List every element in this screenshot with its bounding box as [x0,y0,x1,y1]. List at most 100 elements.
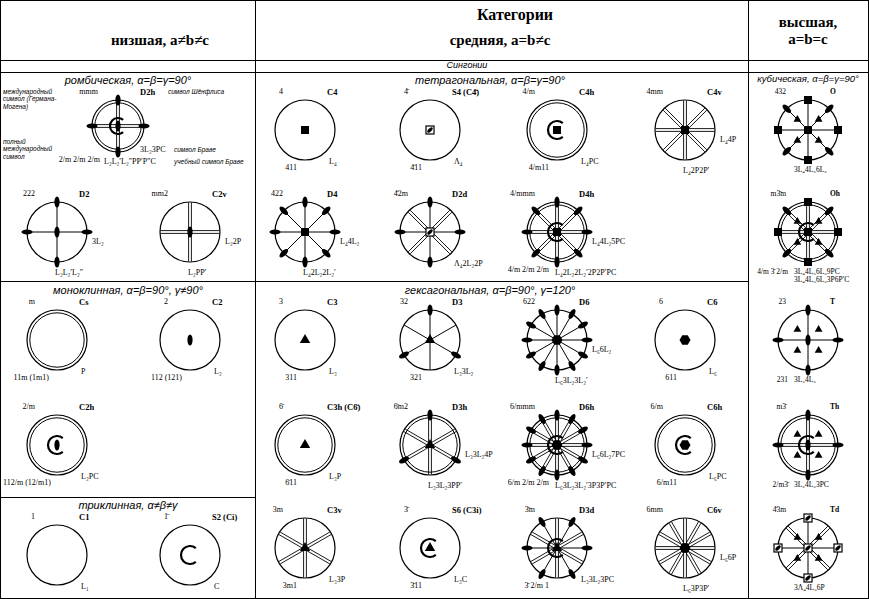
horizontal-mirror-circle [530,418,584,472]
threefold-axis-symbol [425,334,435,343]
grid-line [0,0,869,1]
twofold-axis-symbol [139,123,150,128]
twofold-axis-symbol [522,229,533,234]
mirror-plane-line [404,431,455,460]
point-group-cell: 4̄3mTd3Λ₄4L₃6P [746,502,869,594]
horizontal-mirror-circle [530,103,584,157]
stereogram [400,100,460,160]
system-heading: ромбическая, α=β=γ=90° [65,74,192,86]
projection-circle [160,525,220,585]
schoenflies-symbol: S2 (Ci) [212,513,237,522]
mirror-plane-line [788,526,830,568]
fourfold-axis-symbol [301,228,309,236]
point-group-cell: 6/mC6h6/m11L₆PC [623,399,747,491]
bravais-symbol: 3L₂4L₃3PC [794,481,829,489]
system-panel: 432O3L₄4L₃6L₂m3̄mOh4/m 3̄ 2/m3L₄4L₃6L₂9P… [749,73,868,598]
twofold-axis-symbol [781,247,792,258]
bravais-symbol: L₄4P [720,136,736,145]
projection-circle [527,100,587,160]
annotation: символ Браве [174,146,216,153]
stereogram [527,100,587,160]
twofold-axis-symbol [115,121,120,132]
inversion-fourfold-symbol [426,126,434,134]
inversion-fourfold-core [426,228,433,235]
bravais-symbol: Λ₄2L₂2P [454,260,483,269]
inversion-center-symbol [676,436,691,454]
twofold-axis-symbol [302,257,307,268]
sixfold-axis-symbol [680,440,691,450]
system-panel: mmmD2h2/m 2/m 2/m3L₂3PCL₂L₂′L₂″PP′P″Cмеж… [1,73,255,281]
twofold-axis-symbol [537,360,547,372]
twofold-axis-symbol [320,247,331,258]
point-group-cell: mm2C2vL₂2PL₂PP′ [128,186,252,278]
stereogram [655,518,715,578]
threefold-axis-symbol [793,325,801,332]
projection-circle [275,100,335,160]
bravais-symbol: L₃3L₂3PP′ [428,482,462,491]
full-symbol: 11m (1m1) [14,374,49,383]
point-group-cell: 622D6L₆6L₂L₆3L₂3L₂′ [495,294,619,386]
projection-circle [160,310,220,370]
twofold-axis-symbol [530,247,541,258]
mirror-plane-line [659,532,710,561]
full-symbol: 112/m (12/m1) [3,479,51,488]
system-panel: mCs11m (1m1)P2C2112 (121)L₂2/mC2h112/m (… [1,282,255,497]
schoenflies-symbol: D6 [579,298,589,307]
twofold-axis-symbol [54,227,59,238]
threefold-axis-symbol [552,542,562,551]
mirror-plane-line [531,532,582,561]
fourfold-axis-symbol [804,228,812,236]
mirror-plane-line [405,431,456,460]
fourfold-axis-symbol [553,126,561,134]
grid-line [0,0,1,599]
point-group-cell: 23T2313L₂4L₃ [746,294,869,386]
inversion-fourfold-symbol [804,574,812,582]
point-group-cell: 4C4411L₄ [243,84,367,176]
projection-circle [400,310,460,370]
projection-circle [400,518,460,578]
stereogram [22,197,93,268]
inversion-fourfold-core [804,544,811,551]
schoenflies-symbol: D3 [452,298,462,307]
full-symbol: 611 [665,374,677,383]
twofold-axis-symbol [525,425,537,435]
horizontal-mirror-circle [781,418,835,472]
bravais-symbol: L₆6L₂ [592,346,611,355]
international-symbol: 4mm [647,88,663,97]
international-symbol: 3 [279,298,283,307]
projection-circle [275,415,335,475]
mirror-plane-line [660,534,711,563]
twofold-axis-symbol [537,308,547,320]
point-group-cell: 4/mmmD4h4/m 2/m 2/mL₄4L₂5PCL₄2L₂2L₂′2P2P… [495,186,619,278]
inversion-center-symbol [548,539,563,557]
twofold-axis-symbol [567,568,577,580]
twofold-axis-symbol [805,440,810,451]
bravais-symbol: 3Λ₄4L₃6P [794,584,825,592]
twofold-axis-symbol [554,365,559,376]
projection-circle [655,415,715,475]
mirror-plane-line [408,212,450,254]
threefold-axis-symbol [793,430,801,437]
international-symbol: 2/m [23,403,35,412]
twofold-axis-symbol [773,337,784,342]
full-symbol: 3̄11 [410,582,422,591]
stereogram [774,96,842,164]
inversion-fourfold-core [804,514,811,521]
projection-circle [275,310,335,370]
horizontal-mirror-circle [530,205,584,259]
point-group-cell: 6/mmmD6h6/m 2/m 2/mL₆6L₂7PCL₆3L₂3L₂′3P3P… [495,399,619,491]
threefold-axis-symbol [793,217,801,224]
twofold-axis-symbol [537,465,547,477]
twofold-axis-symbol [522,545,533,550]
twofold-axis-symbol [805,365,810,376]
twofold-axis-symbol [582,229,593,234]
twofold-axis-symbol [823,103,834,114]
full-symbol: 2/m 2/m 2/m [59,156,100,165]
horizontal-mirror-circle [278,418,332,472]
twofold-axis-symbol [537,568,547,580]
international-symbol: 4̄2m [394,190,408,199]
point-group-cell: m3̄Th2/m3̄3L₂4L₃3PC [746,399,869,491]
horizontal-mirror-circle [403,418,457,472]
full-symbol: 321 [410,374,422,383]
projection-circle [655,310,715,370]
